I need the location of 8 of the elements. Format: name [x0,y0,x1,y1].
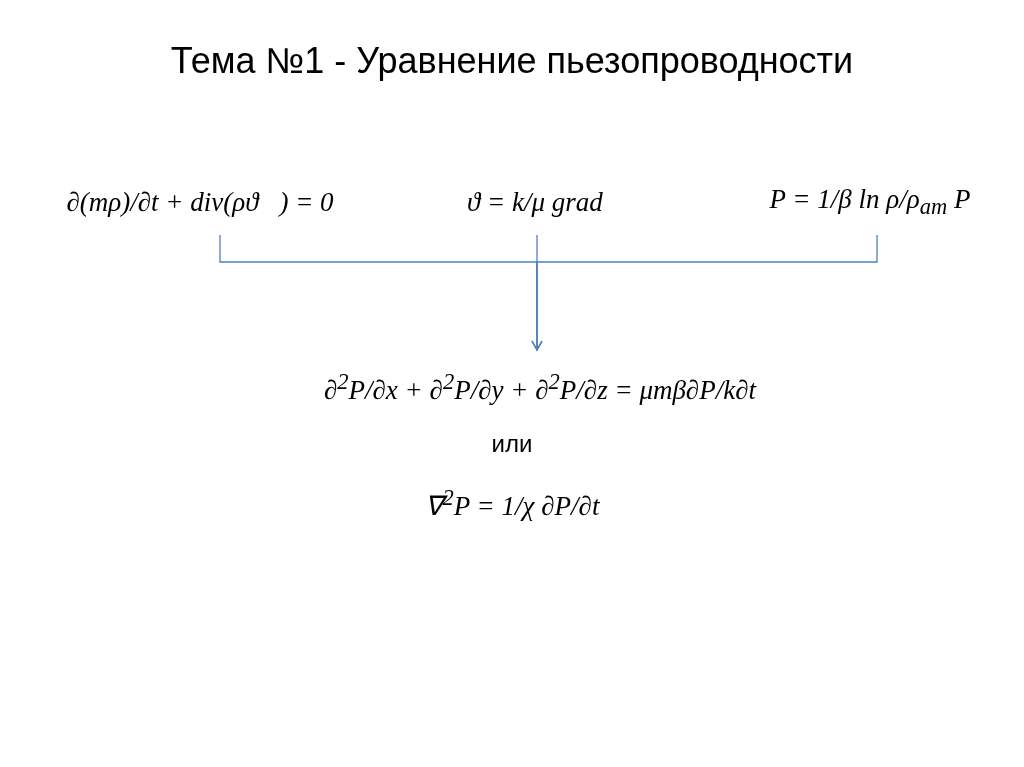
equation: ∂(mρ)/∂t + div(ρϑ⃗) = 0 [66,187,334,218]
note-text: или [490,430,534,458]
equation: ∂$^{2}$P/∂x + ∂$^{2}$P/∂y + ∂$^{2}$P/∂z = μmβ∂P/k∂t [323,369,757,406]
equation: P = 1/β ln ρ/ρ$_{ат}$ P [769,184,971,221]
connector-arrow [531,234,878,351]
equation: ϑ = k/μ grad [467,187,603,218]
equation: ∇$^{2}$P = 1/χ ∂P/∂t [423,485,601,522]
slide-title: Тема №1 - Уравнение пьезопроводности [169,40,855,82]
